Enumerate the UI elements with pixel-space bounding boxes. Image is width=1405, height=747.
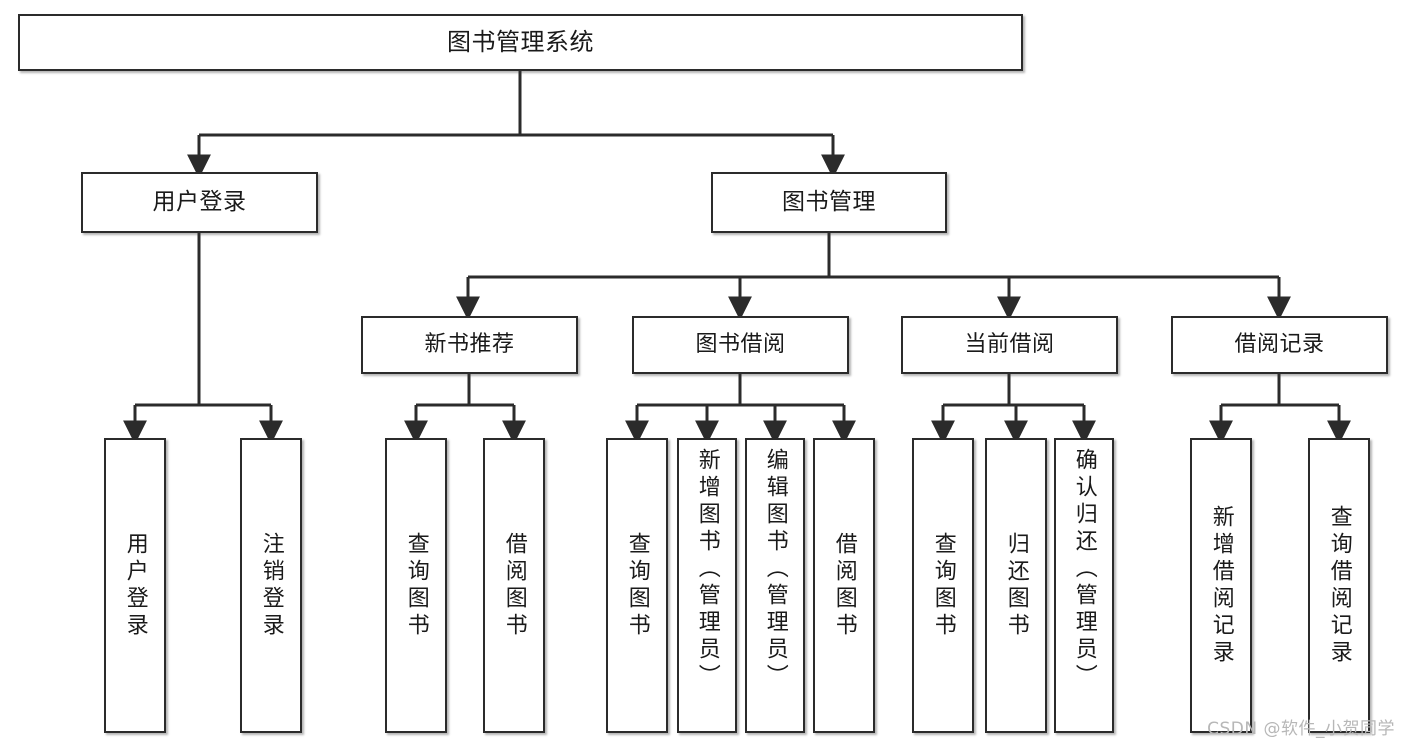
leaf-borrow-book-new-label: 借阅图书: [501, 531, 527, 640]
leaf-borrow-book-label: 借阅图书: [831, 531, 857, 640]
leaf-user-login[interactable]: 用户登录: [104, 438, 166, 733]
leaf-logout-label: 注销登录: [258, 531, 284, 640]
node-root-system[interactable]: 图书管理系统: [18, 14, 1023, 71]
leaf-confirm-return-admin[interactable]: 确认归还（管理员）: [1054, 438, 1114, 733]
node-current-borrow-label: 当前借阅: [964, 332, 1055, 358]
watermark: CSDN @软件_小贺同学: [1207, 719, 1395, 739]
leaf-query-book-borrow-label: 查询图书: [624, 531, 650, 640]
node-book-borrow[interactable]: 图书借阅: [632, 316, 849, 374]
leaf-add-borrow-record[interactable]: 新增借阅记录: [1190, 438, 1252, 733]
leaf-query-borrow-record[interactable]: 查询借阅记录: [1308, 438, 1370, 733]
node-current-borrow[interactable]: 当前借阅: [901, 316, 1118, 374]
leaf-query-book-borrow[interactable]: 查询图书: [606, 438, 668, 733]
leaf-borrow-book-new[interactable]: 借阅图书: [483, 438, 545, 733]
leaf-edit-book-admin-label: 编辑图书（管理员）: [762, 448, 788, 691]
node-user-login[interactable]: 用户登录: [81, 172, 318, 233]
leaf-add-book-admin[interactable]: 新增图书（管理员）: [677, 438, 737, 733]
node-borrow-records-label: 借阅记录: [1234, 332, 1325, 358]
leaf-user-login-label: 用户登录: [122, 531, 148, 640]
leaf-query-book-new-label: 查询图书: [403, 531, 429, 640]
node-borrow-records[interactable]: 借阅记录: [1171, 316, 1388, 374]
leaf-query-borrow-record-label: 查询借阅记录: [1326, 504, 1352, 667]
leaf-borrow-book[interactable]: 借阅图书: [813, 438, 875, 733]
leaf-edit-book-admin[interactable]: 编辑图书（管理员）: [745, 438, 805, 733]
node-book-borrow-label: 图书借阅: [695, 332, 786, 358]
node-book-management-label: 图书管理: [782, 189, 876, 216]
leaf-query-book-new[interactable]: 查询图书: [385, 438, 447, 733]
node-root-system-label: 图书管理系统: [447, 27, 594, 56]
leaf-return-book[interactable]: 归还图书: [985, 438, 1047, 733]
leaf-query-book-current-label: 查询图书: [930, 531, 956, 640]
leaf-return-book-label: 归还图书: [1003, 531, 1029, 640]
leaf-add-book-admin-label: 新增图书（管理员）: [694, 448, 720, 691]
leaf-add-borrow-record-label: 新增借阅记录: [1208, 504, 1234, 667]
leaf-query-book-current[interactable]: 查询图书: [912, 438, 974, 733]
leaf-logout[interactable]: 注销登录: [240, 438, 302, 733]
node-user-login-label: 用户登录: [152, 189, 247, 216]
node-new-book-recommend[interactable]: 新书推荐: [361, 316, 578, 374]
node-new-book-recommend-label: 新书推荐: [424, 332, 515, 358]
node-book-management[interactable]: 图书管理: [711, 172, 947, 233]
leaf-confirm-return-admin-label: 确认归还（管理员）: [1071, 448, 1097, 691]
